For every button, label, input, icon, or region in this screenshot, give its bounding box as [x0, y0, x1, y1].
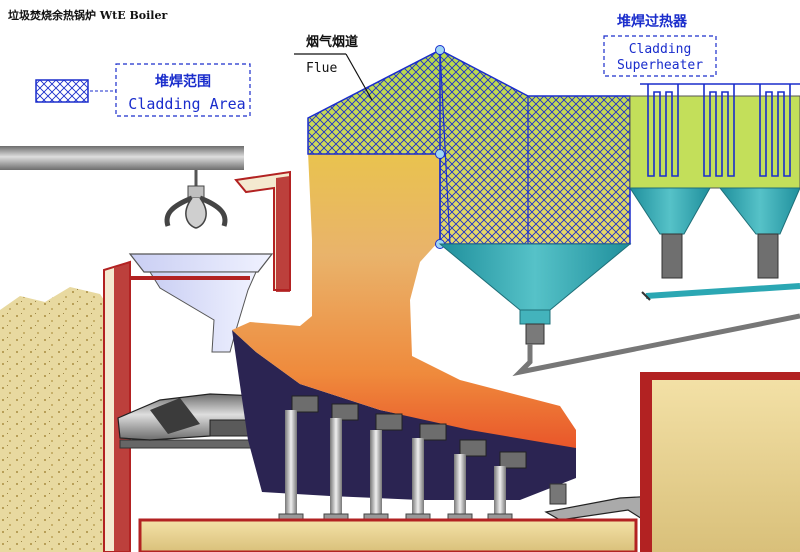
- node-top: [435, 45, 445, 55]
- feeder-ram: [117, 393, 269, 449]
- ash-pit: [138, 518, 638, 552]
- flue-label-en: Flue: [306, 61, 337, 76]
- superheater-label-en-2: Superheater: [617, 58, 703, 73]
- flue-leader-line: [345, 53, 373, 101]
- cladding-swatch: [35, 79, 89, 103]
- superheater-section: [629, 95, 800, 301]
- waste-pile: [0, 287, 104, 552]
- furnace-building-wall: [103, 260, 250, 552]
- ash-hopper-1: [438, 243, 800, 377]
- coil-tube: [759, 84, 791, 177]
- ash-discharger: [544, 483, 665, 525]
- superheater-label: 堆焊过热器 Cladding Superheater: [603, 13, 717, 77]
- feed-hopper: [128, 253, 274, 353]
- grate-step: [405, 423, 447, 521]
- legend-frame: [115, 63, 251, 117]
- superheater-label-en-1: Cladding: [629, 42, 692, 57]
- crane-rail: [0, 146, 244, 170]
- grate-step: [487, 451, 527, 521]
- legend-title-cn: 堆焊范围: [155, 73, 211, 90]
- diagram-title: 垃圾焚烧余热锅炉 WtE Boiler: [8, 8, 167, 22]
- grate-step: [323, 403, 359, 521]
- building-wall-right: [640, 372, 800, 552]
- flue-label-cn: 烟气烟道: [306, 34, 358, 50]
- flue-cladding-roof: [307, 45, 631, 249]
- grate-step: [447, 439, 487, 521]
- legend-title-en: Cladding Area: [128, 95, 245, 113]
- cladding-legend: 堆焊范围 Cladding Area: [35, 63, 251, 117]
- superheater-label-cn: 堆焊过热器: [617, 13, 688, 30]
- coil-tube: [703, 84, 735, 177]
- flue-label: 烟气烟道 Flue: [294, 34, 373, 101]
- crane-grab: [164, 170, 228, 229]
- grate-steps: [278, 395, 527, 521]
- superheater-coils: [640, 83, 800, 177]
- coil-tube: [647, 84, 679, 177]
- node-mid: [435, 149, 445, 159]
- boiler-wall-left: [234, 170, 291, 292]
- grate-step: [278, 395, 319, 521]
- furnace-chamber: [232, 152, 576, 500]
